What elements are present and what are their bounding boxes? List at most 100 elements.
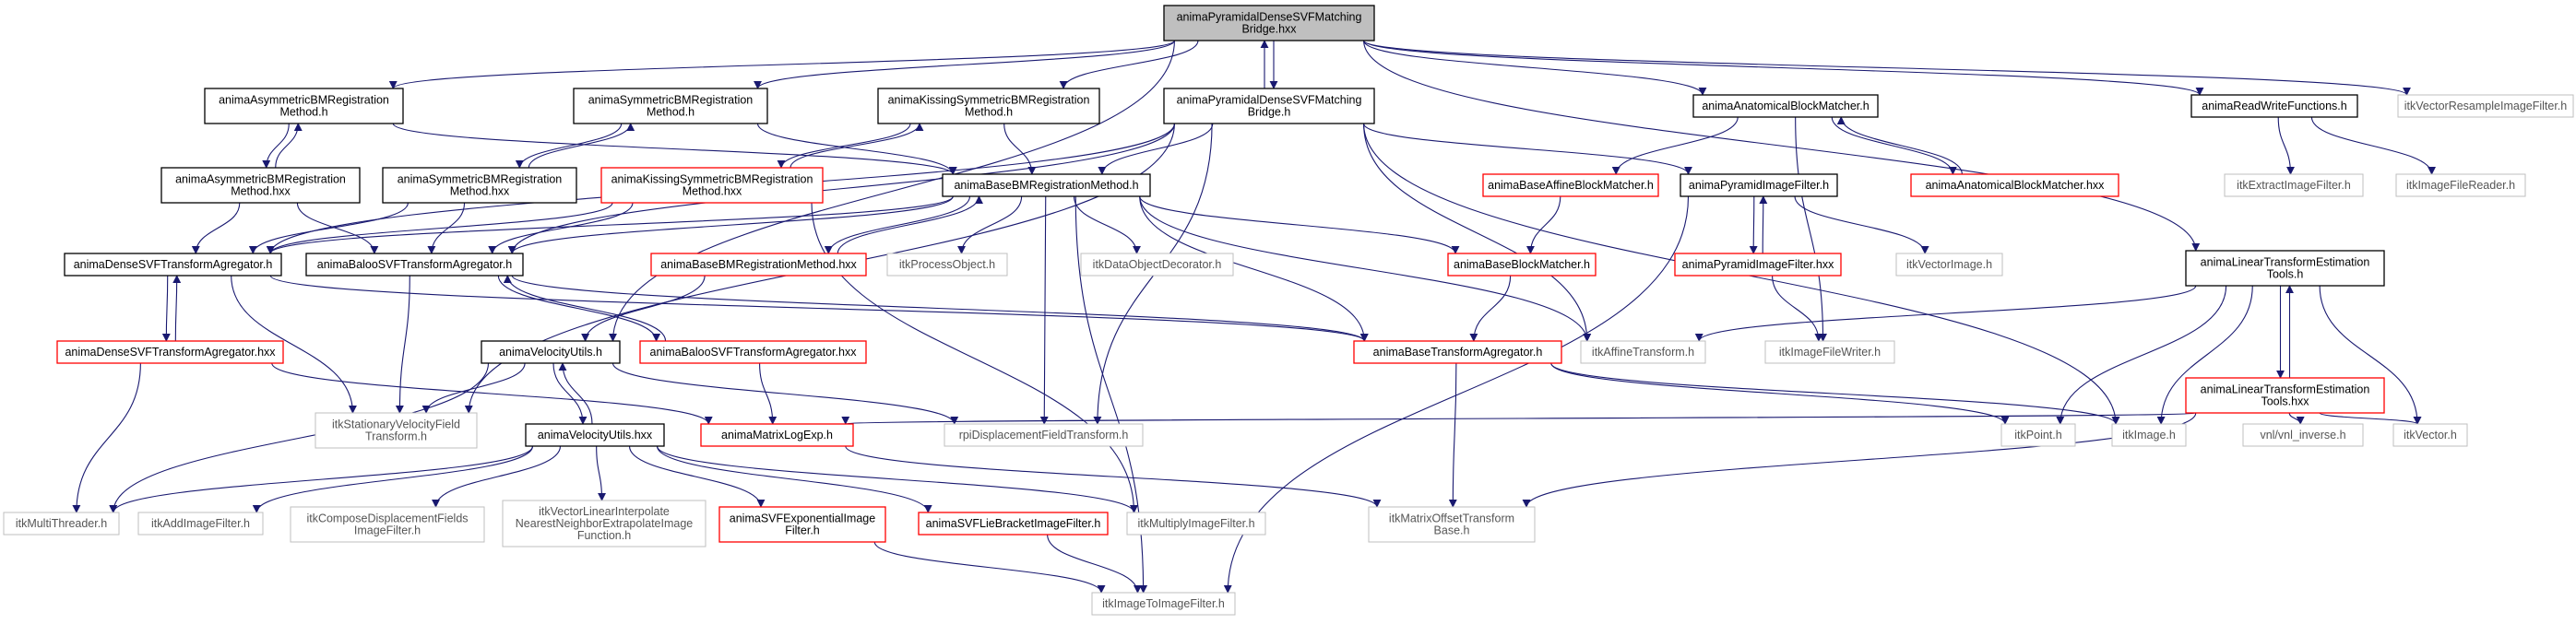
edge-vel_hxx-to-addimg xyxy=(252,445,534,513)
node-baloo-h[interactable]: animaBalooSVFTransformAgregator.h xyxy=(305,253,524,277)
edge-baloo_h-to-stat xyxy=(395,275,410,414)
edge-dense_h-to-stat xyxy=(231,275,357,414)
edge-anat_h-to-base_aff_h xyxy=(1611,116,1739,175)
node-label: animaLinearTransformEstimation xyxy=(2201,383,2370,396)
node-affine[interactable]: itkAffineTransform.h xyxy=(1580,340,1706,364)
node-base-ta-h[interactable]: animaBaseTransformAgregator.h xyxy=(1353,340,1562,364)
node-vel-hxx[interactable]: animaVelocityUtils.hxx xyxy=(525,423,665,447)
node-label: Method.hxx xyxy=(450,185,510,198)
edge-vel_h-to-multithr xyxy=(109,362,490,513)
edge-asym_hxx-to-asym_h xyxy=(275,123,303,169)
edge-kiss_hxx-to-dense_h xyxy=(266,202,613,254)
edge-root-to-lte_h xyxy=(1363,40,2201,252)
node-base-bm-h[interactable]: animaBaseBMRegistrationMethod.h xyxy=(942,173,1151,197)
edge-vel_hxx-to-multiply xyxy=(656,445,1138,513)
node-dense-h[interactable]: animaDenseSVFTransformAgregator.h xyxy=(64,253,282,277)
edge-pyr_h-to-pyr_hxx xyxy=(1749,195,1758,254)
node-anat-hxx[interactable]: animaAnatomicalBlockMatcher.hxx xyxy=(1910,173,2119,197)
node-vector[interactable]: itkVector.h xyxy=(2392,423,2468,447)
node-label: animaBaseTransformAgregator.h xyxy=(1373,346,1543,359)
node-vel-h[interactable]: animaVelocityUtils.h xyxy=(481,340,621,364)
edge-vel_hxx-to-vlinear xyxy=(596,445,607,501)
node-image[interactable]: itkImage.h xyxy=(2111,423,2187,447)
node-svflie[interactable]: animaSVFLieBracketImageFilter.h xyxy=(918,512,1109,536)
edge-svflie-to-img2img xyxy=(1047,534,1142,594)
edge-lte_hxx-to-vector xyxy=(2319,412,2422,425)
edge-root-to-kiss_h xyxy=(1059,40,1199,89)
node-label: animaBaseBlockMatcher.h xyxy=(1454,258,1590,271)
node-vlinear[interactable]: itkVectorLinearInterpolateNearestNeighbo… xyxy=(502,500,706,547)
node-box xyxy=(1674,253,1842,277)
edge-kiss_hxx-to-baloo_h xyxy=(488,202,634,254)
node-base-aff-h[interactable]: animaBaseAffineBlockMatcher.h xyxy=(1482,173,1659,197)
node-procobj[interactable]: itkProcessObject.h xyxy=(886,253,1008,277)
node-label: animaKissingSymmetricBMRegistration xyxy=(611,173,813,186)
node-label: animaBaseBMRegistrationMethod.hxx xyxy=(660,258,857,271)
node-base-bm-hxx[interactable]: animaBaseBMRegistrationMethod.hxx xyxy=(650,253,867,277)
edge-lte_h-to-point xyxy=(2056,285,2227,425)
node-label: Method.h xyxy=(965,106,1013,119)
node-label: animaPyramidImageFilter.hxx xyxy=(1682,258,1834,271)
node-filewriter[interactable]: itkImageFileWriter.h xyxy=(1764,340,1895,364)
edge-baloo_hxx-to-baloo_h xyxy=(503,275,667,342)
node-mlog[interactable]: animaMatrixLogExp.h xyxy=(700,423,854,447)
node-label: animaAnatomicalBlockMatcher.hxx xyxy=(1926,179,2106,192)
node-label: Filter.h xyxy=(785,524,820,537)
edge-base_bm_h-to-affine xyxy=(1139,195,1592,342)
node-label: itkComposeDisplacementFields xyxy=(306,512,468,525)
node-vecres[interactable]: itkVectorResampleImageFilter.h xyxy=(2397,94,2574,118)
node-compose[interactable]: itkComposeDisplacementFieldsImageFilter.… xyxy=(290,506,485,543)
edge-base_bm_h-to-rpi xyxy=(1039,195,1049,425)
node-vecimg[interactable]: itkVectorImage.h xyxy=(1895,253,2003,277)
node-point[interactable]: itkPoint.h xyxy=(2000,423,2076,447)
node-label: itkDataObjectDecorator.h xyxy=(1093,258,1222,271)
edge-pyr_h-to-vecimg xyxy=(1794,195,1929,254)
node-img2img[interactable]: itkImageToImageFilter.h xyxy=(1091,592,1236,616)
node-addimg[interactable]: itkAddImageFilter.h xyxy=(137,512,264,536)
node-multiply[interactable]: itkMultiplyImageFilter.h xyxy=(1126,512,1266,536)
node-dense-hxx[interactable]: animaDenseSVFTransformAgregator.hxx xyxy=(56,340,284,364)
edge-lte_hxx-to-mlog xyxy=(843,412,2197,425)
node-pyr-h[interactable]: animaPyramidImageFilter.h xyxy=(1680,173,1838,197)
edge-base_ta_h-to-point xyxy=(1550,362,2010,425)
node-box xyxy=(2242,423,2364,447)
edge-bridge_h-to-base_bm_h xyxy=(1098,123,1214,175)
node-label: animaBalooSVFTransformAgregator.hxx xyxy=(650,346,858,359)
node-kiss-h[interactable]: animaKissingSymmetricBMRegistrationMetho… xyxy=(877,88,1100,124)
edge-anat_hxx-to-anat_h xyxy=(1836,116,1963,175)
node-box xyxy=(1680,173,1838,197)
node-baloo-hxx[interactable]: animaBalooSVFTransformAgregator.hxx xyxy=(639,340,867,364)
edge-sym_hxx-to-sym_h xyxy=(528,123,635,169)
edge-lte_hxx-to-vnl xyxy=(2288,412,2305,425)
node-box xyxy=(1353,340,1562,364)
node-extract[interactable]: itkExtractImageFilter.h xyxy=(2224,173,2364,197)
node-anat-h[interactable]: animaAnatomicalBlockMatcher.h xyxy=(1692,94,1879,118)
node-dataobj[interactable]: itkDataObjectDecorator.h xyxy=(1080,253,1234,277)
node-base-blk-h[interactable]: animaBaseBlockMatcher.h xyxy=(1447,253,1597,277)
node-kiss-hxx[interactable]: animaKissingSymmetricBMRegistrationMetho… xyxy=(600,167,824,204)
node-multithr[interactable]: itkMultiThreader.h xyxy=(3,512,120,536)
node-rw-h[interactable]: animaReadWriteFunctions.h xyxy=(2190,94,2358,118)
edge-asym_hxx-to-dense_h xyxy=(191,202,241,254)
node-label: animaPyramidImageFilter.h xyxy=(1689,179,1829,192)
node-label: animaMatrixLogExp.h xyxy=(721,429,833,442)
edge-lte_hxx-to-matoffset xyxy=(1522,412,2197,508)
edge-vel_h-to-vel_hxx xyxy=(552,362,588,425)
node-rpi[interactable]: rpiDisplacementFieldTransform.h xyxy=(944,423,1144,447)
edge-root-to-sym_h xyxy=(754,40,1175,89)
node-filereader[interactable]: itkImageFileReader.h xyxy=(2395,173,2526,197)
edge-base_bm_h-to-base_blk_h xyxy=(1139,195,1460,254)
node-vnl[interactable]: vnl/vnl_inverse.h xyxy=(2242,423,2364,447)
node-pyr-hxx[interactable]: animaPyramidImageFilter.hxx xyxy=(1674,253,1842,277)
edge-rw_h-to-filereader xyxy=(2310,116,2437,175)
